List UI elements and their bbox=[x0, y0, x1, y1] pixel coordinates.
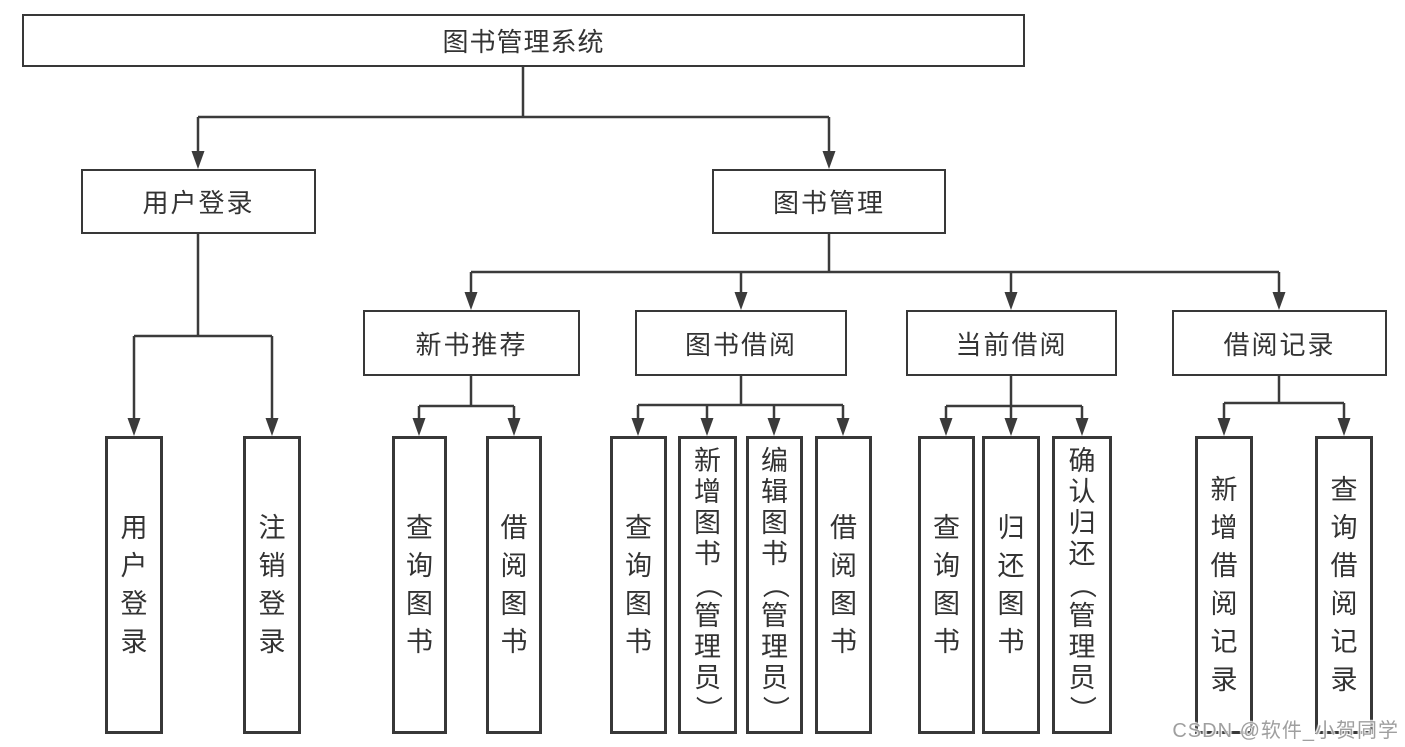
connector-book-borrowing-to-leaves bbox=[636, 376, 845, 421]
leaf-edit-books-admin: 编辑图书（管理员） bbox=[746, 436, 803, 734]
node-label: 新增借阅记录 bbox=[1210, 475, 1238, 695]
node-label: 借阅图书 bbox=[500, 513, 528, 657]
connector-user-login-to-leaves bbox=[132, 234, 274, 421]
node-label: 当前借阅 bbox=[955, 329, 1068, 360]
leaf-add-borrow-record: 新增借阅记录 bbox=[1195, 436, 1253, 734]
leaf-query-books: 查询图书 bbox=[392, 436, 447, 734]
leaf-borrow-books: 借阅图书 bbox=[486, 436, 542, 734]
node-label: 新增图书（管理员） bbox=[692, 446, 723, 723]
node-label: 借阅图书 bbox=[830, 513, 857, 657]
node-label: 归还图书 bbox=[997, 513, 1025, 657]
leaf-logout: 注销登录 bbox=[243, 436, 301, 734]
node-book-management: 图书管理 bbox=[712, 169, 946, 234]
node-new-book-recommendation: 新书推荐 bbox=[363, 310, 580, 376]
node-label: 用户登录 bbox=[142, 188, 255, 218]
arrowheads bbox=[127, 151, 1351, 436]
node-label: 编辑图书（管理员） bbox=[759, 446, 790, 723]
node-label: 查询图书 bbox=[933, 513, 960, 657]
leaf-confirm-return-admin: 确认归还（管理员） bbox=[1052, 436, 1112, 734]
connector-root-to-level2 bbox=[196, 67, 831, 154]
connector-borrow-records-to-leaves bbox=[1222, 376, 1346, 421]
node-book-borrowing: 图书借阅 bbox=[635, 310, 847, 376]
watermark: CSDN @软件_小贺同学 bbox=[1172, 720, 1399, 742]
node-label: 查询借阅记录 bbox=[1330, 475, 1358, 695]
leaf-user-login: 用户登录 bbox=[105, 436, 163, 734]
leaf-query-books: 查询图书 bbox=[918, 436, 975, 734]
leaf-query-borrow-record: 查询借阅记录 bbox=[1315, 436, 1373, 734]
node-label: 借阅记录 bbox=[1223, 329, 1336, 360]
node-label: 查询图书 bbox=[406, 513, 433, 657]
leaf-return-books: 归还图书 bbox=[982, 436, 1040, 734]
node-label: 用户登录 bbox=[120, 513, 148, 657]
node-label: 确认归还（管理员） bbox=[1067, 446, 1097, 723]
leaf-query-books: 查询图书 bbox=[610, 436, 667, 734]
node-label: 新书推荐 bbox=[415, 329, 528, 360]
node-label: 查询图书 bbox=[625, 513, 652, 657]
node-borrowing-records: 借阅记录 bbox=[1172, 310, 1387, 376]
node-current-borrowing: 当前借阅 bbox=[906, 310, 1117, 376]
node-label: 图书借阅 bbox=[684, 329, 797, 360]
node-user-login: 用户登录 bbox=[81, 169, 316, 234]
connector-new-book-to-leaves bbox=[417, 376, 516, 421]
leaf-add-books-admin: 新增图书（管理员） bbox=[678, 436, 737, 734]
leaf-borrow-books: 借阅图书 bbox=[815, 436, 872, 734]
node-label: 注销登录 bbox=[258, 513, 286, 657]
node-label: 图书管理系统 bbox=[442, 27, 605, 57]
node-library-management-system: 图书管理系统 bbox=[22, 14, 1025, 67]
connector-book-management-to-level3 bbox=[469, 234, 1281, 295]
node-label: 图书管理 bbox=[772, 188, 885, 218]
connector-current-borrowing-to-leaves bbox=[944, 376, 1084, 421]
